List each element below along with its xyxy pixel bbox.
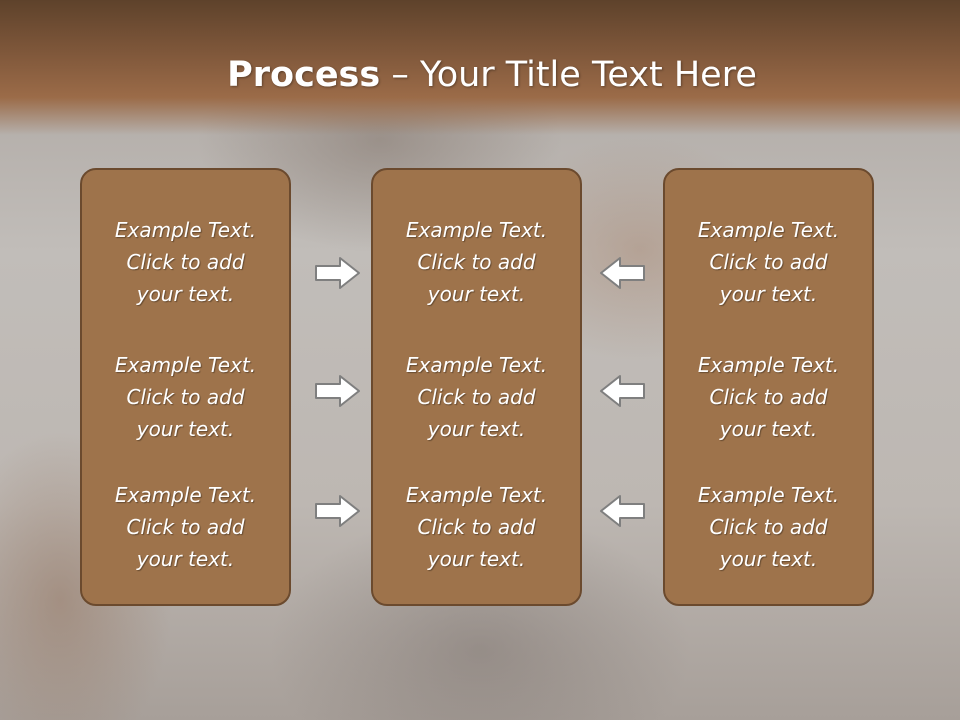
text-line: Example Text. [405, 483, 548, 507]
text-line: your text. [136, 547, 235, 571]
card-text-block[interactable]: Example Text. Click to add your text. [82, 214, 289, 310]
text-line: your text. [136, 282, 235, 306]
title-bold-part: Process [227, 55, 381, 95]
process-card-middle[interactable]: Example Text. Click to add your text. Ex… [371, 168, 582, 606]
right-arrow-icon [314, 493, 362, 529]
left-arrow-icon [598, 493, 646, 529]
text-line: Click to add [709, 515, 828, 539]
text-line: your text. [427, 282, 526, 306]
left-arrow-icon [598, 255, 646, 291]
text-line: Click to add [417, 515, 536, 539]
card-text-block[interactable]: Example Text. Click to add your text. [82, 349, 289, 445]
text-line: Click to add [126, 515, 245, 539]
card-text-block[interactable]: Example Text. Click to add your text. [373, 349, 580, 445]
text-line: Click to add [417, 385, 536, 409]
title-rest-part: – Your Title Text Here [380, 55, 757, 95]
card-text-block[interactable]: Example Text. Click to add your text. [373, 214, 580, 310]
process-card-right[interactable]: Example Text. Click to add your text. Ex… [663, 168, 874, 606]
text-line: your text. [427, 417, 526, 441]
text-line: your text. [427, 547, 526, 571]
text-line: Click to add [709, 250, 828, 274]
text-line: Example Text. [405, 353, 548, 377]
text-line: Example Text. [697, 218, 840, 242]
card-text-block[interactable]: Example Text. Click to add your text. [665, 479, 872, 575]
right-arrow-icon [314, 373, 362, 409]
text-line: Example Text. [697, 353, 840, 377]
text-line: Example Text. [114, 353, 257, 377]
card-text-block[interactable]: Example Text. Click to add your text. [82, 479, 289, 575]
left-arrow-icon [598, 373, 646, 409]
text-line: Example Text. [697, 483, 840, 507]
title-band [0, 0, 960, 135]
text-line: Click to add [709, 385, 828, 409]
text-line: Click to add [417, 250, 536, 274]
card-text-block[interactable]: Example Text. Click to add your text. [665, 214, 872, 310]
text-line: your text. [719, 547, 818, 571]
text-line: Example Text. [114, 218, 257, 242]
text-line: your text. [719, 282, 818, 306]
card-text-block[interactable]: Example Text. Click to add your text. [373, 479, 580, 575]
slide-title[interactable]: Process – Your Title Text Here [0, 52, 960, 98]
text-line: Click to add [126, 385, 245, 409]
right-arrow-icon [314, 255, 362, 291]
text-line: Click to add [126, 250, 245, 274]
text-line: Example Text. [405, 218, 548, 242]
text-line: Example Text. [114, 483, 257, 507]
text-line: your text. [136, 417, 235, 441]
process-card-left[interactable]: Example Text. Click to add your text. Ex… [80, 168, 291, 606]
text-line: your text. [719, 417, 818, 441]
card-text-block[interactable]: Example Text. Click to add your text. [665, 349, 872, 445]
